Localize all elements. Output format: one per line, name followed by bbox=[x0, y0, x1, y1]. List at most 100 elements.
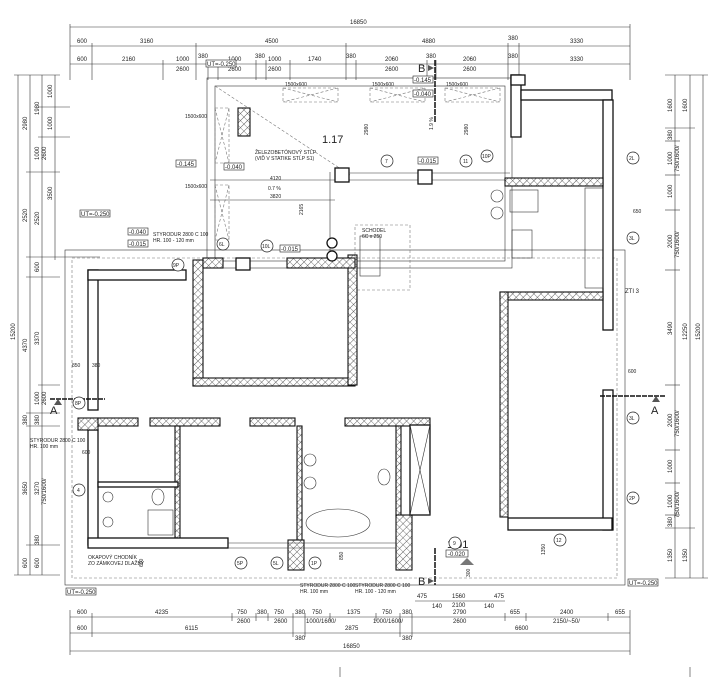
dim: 1560 bbox=[452, 594, 466, 600]
dim: 2600 bbox=[268, 67, 282, 73]
dim: 380 bbox=[668, 516, 674, 527]
bathtub bbox=[305, 508, 371, 538]
dim: 2000 bbox=[668, 413, 674, 427]
dim: 600 bbox=[35, 261, 41, 272]
dim: 2520 bbox=[23, 208, 29, 222]
levels: UT=-0.250 UT=-0.250 UT=-0.250 UT=-0.250 … bbox=[65, 59, 659, 596]
window-size: 1500x600 bbox=[185, 114, 207, 120]
slope: 0.7 % bbox=[268, 186, 281, 192]
dim: 2980 bbox=[364, 124, 370, 135]
dim: 2600 bbox=[274, 619, 288, 625]
note-walkway: OKAPOVÝ CHODNÍK bbox=[88, 554, 138, 561]
dim: 750 bbox=[274, 610, 285, 616]
dim: 750 bbox=[312, 610, 323, 616]
notes: ŽELEZOBETÓNOVÝ STĹP (VIĎ V STATIKE STĹP … bbox=[30, 117, 642, 595]
concrete-column bbox=[237, 107, 251, 137]
dim: 2400 bbox=[560, 610, 574, 616]
dim: 750 bbox=[382, 610, 393, 616]
note-column: (VIĎ V STATIKE STĹP S1) bbox=[255, 154, 315, 162]
dim: 2875 bbox=[345, 626, 359, 632]
dim: 2600 bbox=[228, 67, 242, 73]
tag: 10L bbox=[262, 244, 271, 250]
dim: 3330 bbox=[570, 39, 584, 45]
dim: 650 bbox=[633, 209, 642, 215]
dim: 3370 bbox=[35, 331, 41, 345]
dim: 2000 bbox=[668, 234, 674, 248]
dim: 4880 bbox=[422, 39, 436, 45]
dim: 380 bbox=[508, 36, 519, 42]
dim: 3490 bbox=[668, 321, 674, 335]
note-insulation: STYRODUR 2800 C 100 bbox=[355, 583, 411, 589]
dim: 2600 bbox=[463, 67, 477, 73]
dim: 3820 bbox=[270, 194, 281, 200]
level: -0.145 bbox=[414, 78, 432, 84]
dim: 380 bbox=[35, 414, 41, 425]
dim: 380 bbox=[255, 54, 266, 60]
dim: 750 bbox=[237, 610, 248, 616]
dim: 4370 bbox=[23, 338, 29, 352]
dim: 6600 bbox=[515, 626, 529, 632]
note-stairs: SCHODEL bbox=[362, 228, 386, 234]
dim: 3650 bbox=[23, 481, 29, 495]
dim: 600 bbox=[77, 626, 88, 632]
dim: 380 bbox=[257, 610, 268, 616]
note-walkway: ZO ZÁMKOVEJ DLAŽBY bbox=[88, 559, 145, 567]
dim: 1000 bbox=[668, 494, 674, 508]
dim: 380 bbox=[668, 129, 674, 140]
level: -0.040 bbox=[225, 165, 243, 171]
dim: 2060 bbox=[385, 57, 399, 63]
dim: 2165 bbox=[299, 204, 305, 215]
dim: 2160 bbox=[122, 57, 136, 63]
dim: 3330 bbox=[570, 57, 584, 63]
dim: 600 bbox=[77, 610, 88, 616]
section-b-top: B bbox=[418, 63, 425, 75]
dim: 380 bbox=[426, 54, 437, 60]
window-size: 1500x600 bbox=[285, 82, 307, 88]
tag: 7 bbox=[385, 159, 388, 165]
dim: 2600 bbox=[42, 391, 48, 405]
dim: 1375 bbox=[347, 610, 361, 616]
dim: 380 bbox=[295, 636, 306, 642]
dim: 2790 bbox=[453, 610, 467, 616]
note-column: ŽELEZOBETÓNOVÝ STĹP bbox=[255, 148, 317, 156]
tag: 10P bbox=[482, 154, 492, 160]
dim: 850 bbox=[339, 551, 345, 560]
dim: 380 bbox=[402, 610, 413, 616]
level: -0.145 bbox=[177, 162, 195, 168]
dim: 1600 bbox=[668, 98, 674, 112]
section-a-right: A bbox=[651, 405, 659, 417]
shower bbox=[147, 509, 174, 536]
dim: 475 bbox=[494, 594, 505, 600]
toilet bbox=[151, 488, 165, 506]
dim: 750/1600/ bbox=[675, 145, 681, 172]
kitchen-counter bbox=[584, 187, 604, 289]
dim: 2980 bbox=[23, 116, 29, 130]
outlines bbox=[64, 77, 626, 586]
window-size: 1500x600 bbox=[446, 82, 468, 88]
dim: 1000 bbox=[668, 151, 674, 165]
tag: 12 bbox=[556, 538, 562, 544]
walls bbox=[77, 74, 614, 571]
note-insulation: HR. 100 mm bbox=[30, 444, 58, 450]
dim-overall-bottom: 16850 bbox=[343, 644, 360, 650]
dim: 380 bbox=[198, 54, 209, 60]
dim-overall-right: 15200 bbox=[696, 323, 702, 340]
dim: 850 bbox=[72, 363, 81, 369]
tag: 2L bbox=[629, 156, 635, 162]
dim: 4235 bbox=[155, 610, 169, 616]
dim: 2100 bbox=[452, 603, 466, 609]
dim: 1350 bbox=[541, 544, 547, 555]
dim: 2600 bbox=[42, 146, 48, 160]
top-dimensions: 16850 600 3160 4500 4880 380 3330 600 21… bbox=[69, 20, 631, 80]
dim: 1000/1600/ bbox=[306, 619, 336, 625]
dim: 4120 bbox=[270, 176, 281, 182]
dim: 2600 bbox=[453, 619, 467, 625]
window-size: 1500x600 bbox=[185, 184, 207, 190]
sink bbox=[102, 516, 114, 528]
kitchen-sink bbox=[511, 229, 533, 259]
dim: 1000 bbox=[668, 459, 674, 473]
dim: 600 bbox=[77, 39, 88, 45]
dim: 600 bbox=[35, 557, 41, 568]
sink bbox=[303, 453, 317, 467]
